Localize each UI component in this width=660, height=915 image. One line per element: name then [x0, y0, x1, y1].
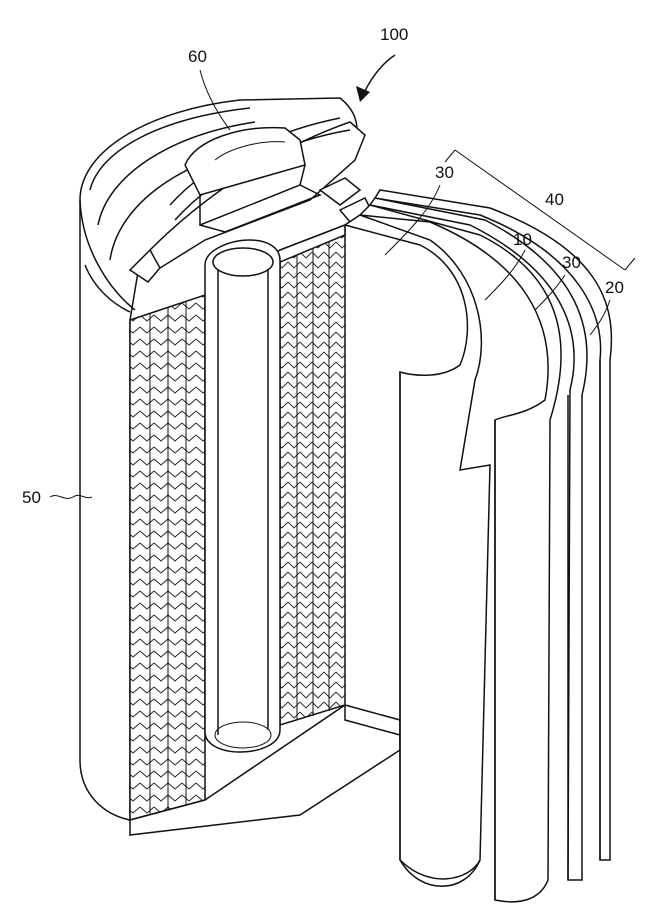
- unrolled-separator-front: [345, 215, 490, 886]
- label-cap-assembly: 60: [188, 47, 207, 66]
- label-can: 50: [22, 488, 41, 507]
- label-separator-right: 30: [562, 253, 581, 272]
- label-separator-top: 30: [435, 163, 454, 182]
- label-battery: 100: [380, 25, 408, 44]
- label-first-electrode: 10: [513, 230, 532, 249]
- arrow-head-icon: [356, 86, 370, 102]
- label-second-electrode: 20: [605, 278, 624, 297]
- label-electrode-assembly: 40: [545, 190, 564, 209]
- center-pin: [205, 240, 280, 752]
